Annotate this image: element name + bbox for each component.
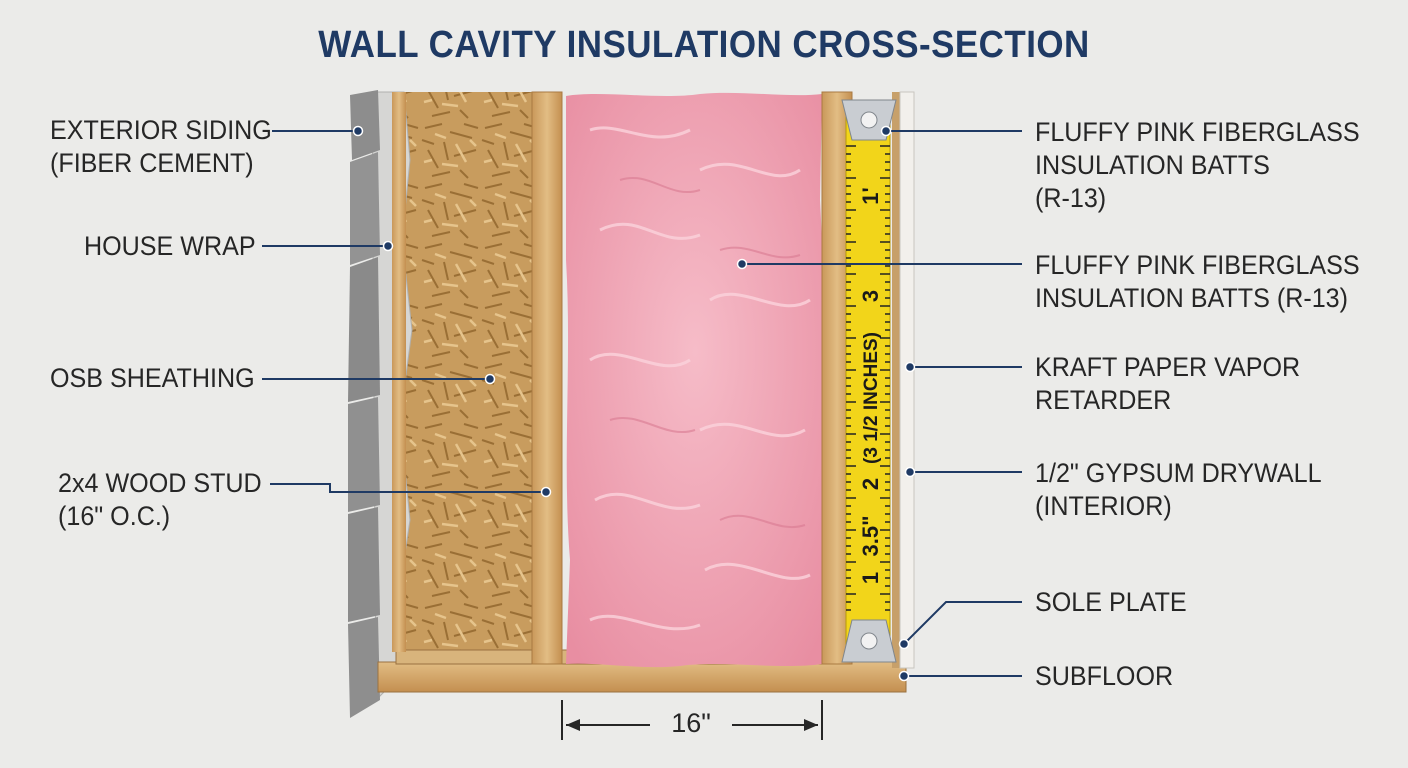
label-drywall: 1/2" GYPSUM DRYWALL (INTERIOR) bbox=[1035, 458, 1322, 521]
tape-mark-1: 1 bbox=[858, 572, 883, 584]
diagram-title: WALL CAVITY INSULATION CROSS-SECTION bbox=[318, 24, 1090, 66]
kraft-paper-strip bbox=[892, 92, 902, 668]
fiberglass-insulation bbox=[566, 92, 824, 668]
insulation-texture bbox=[589, 126, 811, 631]
tape-mark-3: 3 bbox=[858, 290, 883, 302]
label-fiberglass-top: FLUFFY PINK FIBERGLASS INSULATION BATTS … bbox=[1035, 117, 1360, 213]
insulation-shadow bbox=[609, 177, 806, 528]
wood-stud bbox=[531, 91, 563, 665]
tape-mark-inches: (3 1/2 INCHES) bbox=[861, 332, 882, 464]
tape-mark-2: 2 bbox=[858, 478, 883, 490]
leader-stud bbox=[270, 483, 546, 493]
label-osb-sheathing: OSB SHEATHING bbox=[50, 363, 255, 393]
label-house-wrap: HOUSE WRAP bbox=[84, 231, 256, 261]
leader-sole-plate bbox=[903, 601, 1022, 645]
label-fiberglass-mid: FLUFFY PINK FIBERGLASS INSULATION BATTS … bbox=[1035, 250, 1360, 313]
measuring-tape bbox=[845, 99, 891, 661]
dimension-label: 16" bbox=[656, 708, 726, 739]
dimension-line bbox=[561, 700, 823, 740]
label-subfloor: SUBFLOOR bbox=[1035, 661, 1174, 691]
tape-ticks bbox=[846, 145, 890, 611]
leader-lines bbox=[262, 130, 1022, 677]
sole-plate-board bbox=[377, 661, 907, 693]
drywall-board bbox=[899, 91, 915, 669]
tape-mark-1ft: 1' bbox=[858, 187, 883, 204]
siding-planks bbox=[348, 90, 380, 718]
left-stud-edge bbox=[392, 92, 406, 652]
leader-dots bbox=[352, 125, 916, 682]
label-sole-plate: SOLE PLATE bbox=[1035, 587, 1187, 617]
label-kraft-paper: KRAFT PAPER VAPOR RETARDER bbox=[1035, 352, 1301, 415]
tape-mark-3-5: 3.5" bbox=[858, 515, 883, 556]
label-wood-stud: 2x4 WOOD STUD (16" O.C.) bbox=[58, 468, 262, 531]
label-exterior-siding: EXTERIOR SIDING (FIBER CEMENT) bbox=[50, 115, 272, 178]
